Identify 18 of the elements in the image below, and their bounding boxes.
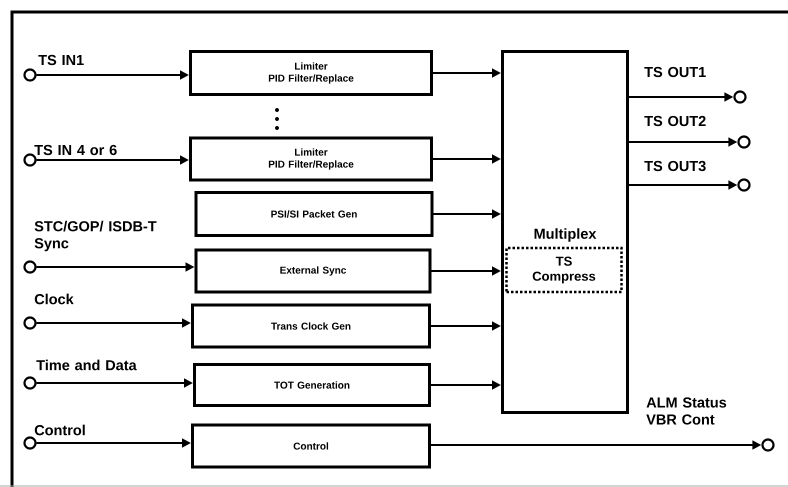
terminal-label: ALM Status VBR Cont (646, 397, 726, 425)
block-box: TOT Generation (193, 363, 431, 407)
terminal-label: Time and Data (36, 360, 137, 370)
terminal-label: Control (34, 424, 85, 436)
block-box: Limiter PID Filter/Replace (189, 50, 433, 96)
terminal-label: TS OUT1 (644, 66, 706, 78)
terminal-label: TS IN 4 or 6 (34, 144, 117, 156)
terminal-label: TS IN1 (38, 54, 84, 66)
block-box: Limiter PID Filter/Replace (189, 136, 433, 182)
block-box: External Sync (194, 248, 432, 294)
block-box: Trans Clock Gen (191, 304, 431, 348)
terminal-label: STC/GOP/ ISDB-T Sync (34, 220, 156, 252)
compress-box: TS Compress (505, 246, 623, 294)
terminal-label: TS OUT3 (644, 160, 706, 172)
terminal-label: TS OUT2 (644, 116, 706, 126)
block-box: Control (191, 424, 431, 468)
block-box: PSI/SI Packet Gen (194, 191, 434, 237)
terminal-label: Clock (34, 294, 74, 304)
